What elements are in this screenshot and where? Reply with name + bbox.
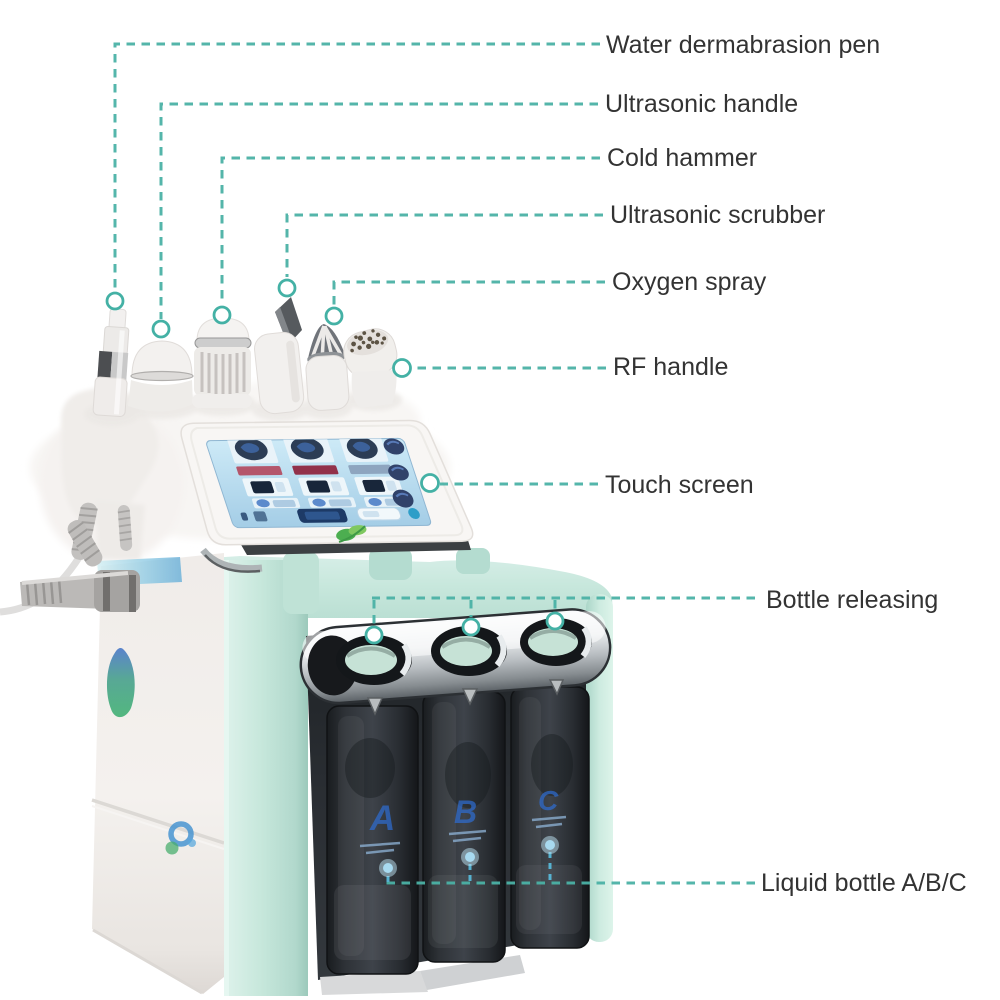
svg-text:Liquid bottle A/B/C: Liquid bottle A/B/C: [761, 869, 967, 897]
svg-text:Bottle releasing: Bottle releasing: [766, 586, 938, 614]
svg-text:Ultrasonic handle: Ultrasonic handle: [605, 90, 798, 118]
svg-text:RF handle: RF handle: [613, 353, 728, 381]
svg-text:Oxygen spray: Oxygen spray: [612, 268, 767, 296]
svg-text:Water dermabrasion pen: Water dermabrasion pen: [606, 31, 880, 59]
svg-text:C: C: [538, 785, 559, 816]
svg-text:Touch screen: Touch screen: [605, 471, 754, 499]
svg-text:Ultrasonic scrubber: Ultrasonic scrubber: [610, 201, 825, 229]
svg-text:B: B: [454, 794, 477, 830]
svg-text:A: A: [369, 799, 395, 838]
svg-text:Cold hammer: Cold hammer: [607, 144, 757, 172]
